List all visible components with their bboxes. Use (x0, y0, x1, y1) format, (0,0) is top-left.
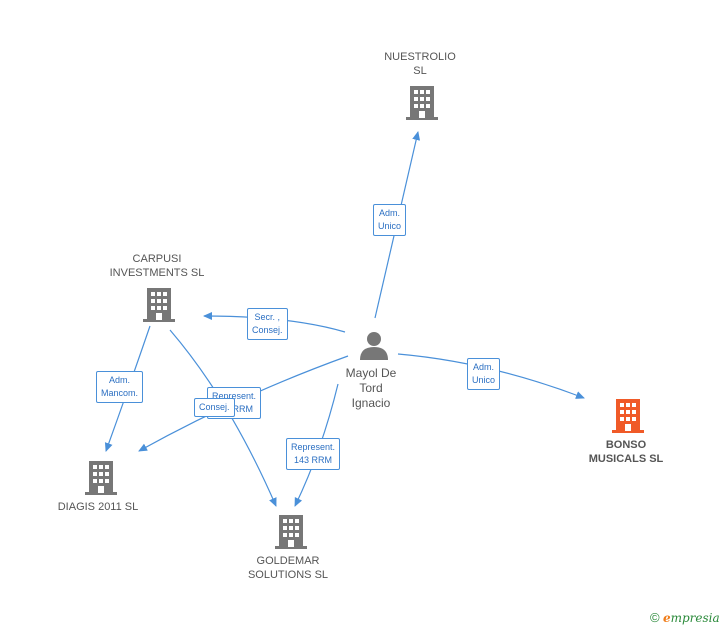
edge-label-carpusi-diagis: Adm. Mancom. (96, 371, 144, 403)
company-label-goldemar[interactable]: GOLDEMAR SOLUTIONS SL (247, 555, 329, 581)
edge-label-person-carpusi: Secr. , Consej. (247, 308, 288, 340)
building-icon[interactable] (143, 288, 175, 322)
building-icon[interactable] (85, 461, 117, 495)
person-icon[interactable] (359, 330, 389, 360)
brand-rest: mpresia (670, 611, 720, 625)
building-icon[interactable] (275, 515, 307, 549)
company-label-diagis[interactable]: DIAGIS 2011 SL (57, 501, 139, 513)
company-label-carpusi[interactable]: CARPUSI INVESTMENTS SL (109, 253, 205, 279)
copyright-brand[interactable]: © empresia (650, 610, 720, 625)
company-label-nuestrolio[interactable]: NUESTROLIO SL (384, 51, 456, 77)
company-label-bonso[interactable]: BONSO MUSICALS SL (588, 439, 664, 465)
person-label[interactable]: Mayol De Tord Ignacio (345, 366, 397, 410)
edge-label-carpusi-goldemar: Consej. (194, 398, 235, 417)
edge-label-person-nuestrolio: Adm. Unico (373, 204, 407, 236)
building-icon[interactable] (406, 86, 438, 120)
building-icon[interactable] (612, 399, 644, 433)
copyright-symbol: © (650, 610, 660, 625)
brand-e: e (662, 611, 671, 625)
edge-label-person-goldemar: Represent. 143 RRM (286, 438, 341, 470)
edge-label-person-bonso: Adm. Unico (467, 358, 501, 390)
